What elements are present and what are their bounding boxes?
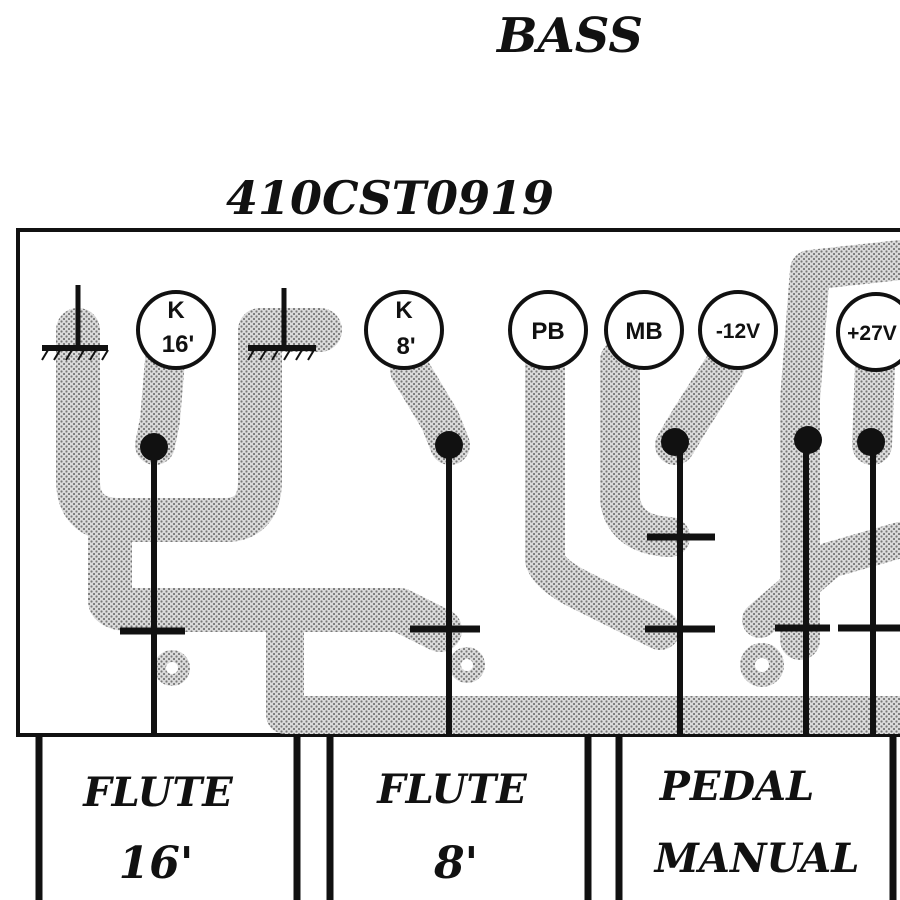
terminal-mb-label: MB — [625, 318, 662, 345]
label-flute-16: FLUTE 16' — [82, 769, 233, 889]
lead-k16 — [120, 433, 185, 735]
terminal-plus27v: +27V — [836, 292, 900, 372]
trace-right-diagonal — [742, 522, 900, 638]
label-flute-16-line2: 16' — [119, 838, 194, 889]
copper-traces — [56, 240, 900, 734]
mounting-hole-3 — [755, 658, 769, 672]
terminal-mb: MB — [604, 290, 684, 370]
trace-pb-feed — [525, 340, 680, 650]
terminal-plus27v-label: +27V — [847, 322, 897, 345]
lead-k8 — [410, 431, 480, 735]
terminal-k8-line2: 8' — [396, 333, 415, 360]
mounting-hole-2 — [461, 659, 473, 671]
label-flute-8-line1: FLUTE — [376, 766, 527, 813]
trace-k16-feed — [135, 340, 185, 465]
terminal-k8-line1: K — [395, 297, 413, 324]
trace-lower-bus — [88, 518, 462, 652]
terminal-pb: PB — [508, 290, 588, 370]
ground-symbol-1 — [41, 285, 109, 361]
component-leads — [120, 426, 900, 735]
ground-symbol-2 — [247, 288, 316, 361]
mounting-hole-1 — [166, 662, 178, 674]
trace-ground-bus — [56, 308, 342, 542]
terminal-pb-label: PB — [531, 318, 564, 345]
label-flute-16-line1: FLUTE — [82, 769, 233, 816]
label-flute-8-line2: 8' — [433, 838, 478, 889]
terminal-k16-line2: 16' — [162, 331, 194, 358]
label-box-dividers — [35, 735, 897, 900]
lead-manual — [775, 426, 830, 735]
lead-right — [838, 428, 900, 735]
section-title: BASS — [495, 8, 643, 64]
label-flute-8: FLUTE 8' — [376, 766, 527, 889]
label-pedal-manual-line1: PEDAL — [659, 763, 814, 810]
board-part-number: 410CST0919 — [226, 171, 554, 225]
lead-pedal — [645, 428, 715, 735]
trace-bottom-loop — [266, 611, 900, 734]
terminal-minus12v: -12V — [698, 290, 778, 370]
terminal-k16-line1: K — [167, 297, 185, 324]
terminal-minus12v-label: -12V — [716, 320, 760, 343]
terminal-k16: K 16' — [136, 290, 216, 370]
trace-right-upper — [780, 240, 900, 660]
label-pedal-manual-line2: MANUAL — [653, 835, 860, 882]
terminal-k8: K 8' — [364, 290, 444, 370]
label-pedal-manual: PEDAL MANUAL — [653, 763, 860, 882]
